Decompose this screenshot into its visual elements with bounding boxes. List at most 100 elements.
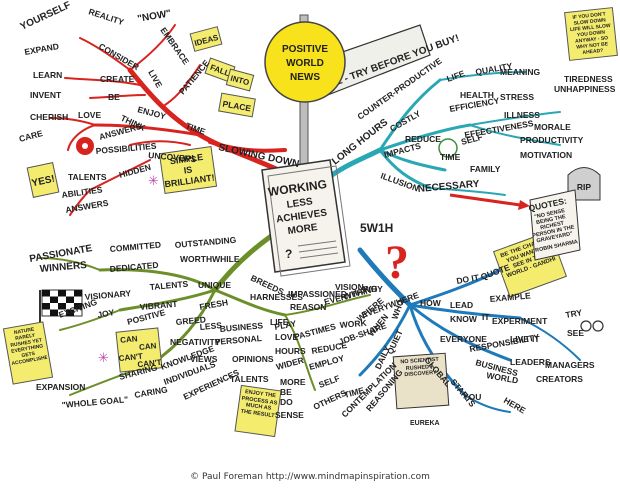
five_w-word: HERE [502,395,528,416]
sun-line-3: NEWS [290,72,320,83]
center-line-4: MORE [287,222,319,237]
long_hours-word: FAMILY [470,164,501,174]
qualities-word: DO [280,397,293,407]
qualities-word: LIFE [270,317,289,327]
blue-sub-7 [464,394,511,413]
long_hours-word: TIREDNESS [564,74,613,84]
qualities-word: SENSE [275,410,304,420]
green-sub-5 [213,288,287,317]
qualities-word: COMMITTED [109,240,161,254]
qualities-word: WIDER [275,355,305,372]
slowing_down-word: YOURSELF [19,0,73,33]
flower-icon [76,137,94,155]
slowing_down-word: EXPAND [24,41,60,57]
red-sub-9 [89,159,151,191]
five_w-word: SEE [567,328,584,338]
slowing_down-word: CREATE [100,74,135,84]
slowing_down-word: CHERISH [30,112,68,122]
sun-positive-news: POSITIVE WORLD NEWS [264,21,346,103]
slowing_down-word: CONSIDER [97,41,141,72]
teal-sub-6 [469,111,561,126]
long_hours-word: HEALTH [460,90,494,100]
qualities-word: LESS [199,320,222,332]
central-paper: WORKING LESS ACHIEVES MORE ? [261,159,351,277]
qualities-word: JOY [97,307,116,320]
five_w-word: LEADERS [510,357,551,367]
green-sub-6 [284,314,316,391]
long_hours-word: LIFE [445,68,466,84]
qualities-word: BUSINESS [219,320,263,334]
svg-text:YES!: YES! [31,174,56,190]
note-place: PLACE [218,92,256,118]
svg-text:PLACE: PLACE [222,99,252,114]
blue-sub-3 [408,303,512,362]
green-sub-2 [118,288,217,312]
qualities-word: TALENTS [230,374,269,384]
note-can: CAN CAN CAN'T CAN'T [115,327,163,373]
note-ideas: IDEAS [189,26,223,52]
label-necessary: NECESSARY [417,179,480,195]
five_w-word: LIVE [510,334,529,344]
sparkle-icon: ✳ [98,351,109,366]
gravestone-icon: RIP [567,167,601,201]
note-simple-is-brilliant: SIMPLE IS BRILLIANT! [158,146,218,194]
qualities-word: WINNERS [39,260,87,275]
scientist-box: NO SCIENTIST RUSHED A DISCOVERY EUREKA [392,352,450,427]
long_hours-word: STRESS [500,92,534,102]
slowing_down-word: LOVE [78,110,101,120]
long_hours-word: UNHAPPINESS [554,84,616,94]
five_w-word: EVERYONE [440,334,487,344]
red-branch-main-2 [93,123,202,137]
qualities-word: PLAY [274,318,298,332]
qualities-word: DEDICATED [109,260,159,274]
long_hours-word: COSTLY [388,108,422,134]
svg-text:IS: IS [183,164,193,175]
note-into: INTO [225,68,255,92]
question-mark-icon: ? [385,236,409,289]
qualities-word: UNIQUE [198,280,231,290]
svg-text:SIMPLE: SIMPLE [169,152,204,167]
five_w-word: EXAMPLE [489,290,531,304]
note-enjoy: ENJOY THE PROCESS AS MUCH AS THE RESULT [234,384,282,438]
green-sub-1 [98,268,217,292]
qualities-word: VISION [335,282,364,292]
teal-sub-3 [378,148,447,172]
teal-sub-5 [439,71,526,81]
sun-line-2: WORLD [286,58,324,69]
qualities-word: BE [280,387,292,397]
qualities-word: VIBRANT [139,299,178,312]
red-sub-7 [129,140,191,146]
five_w-word: TRY [565,307,583,320]
red-sub-4 [89,94,146,99]
qualities-word: VISIONARY [84,288,131,302]
slowing_down-word: CARE [18,128,44,144]
qualities-word: WORK [339,318,368,330]
blue-sub-6 [519,317,581,361]
qualities-word: FRESH [199,297,229,312]
five_w-word: IT [482,312,490,322]
qualities-word: PERSONAL [214,333,262,347]
blue-sub-5 [358,303,412,377]
label-slowing-down: SLOWING DOWN [217,142,300,170]
eureka-text: EUREKA [410,420,440,427]
teal-sub-1 [378,78,442,152]
cycle-arrows-icon [438,138,458,158]
long_hours-word: MOTIVATION [520,150,572,160]
qualities-word: HOURS [275,346,306,356]
long_hours-word: MEANING [500,67,541,77]
slowing_down-word: HIDDEN [118,162,152,180]
green-sub-9 [59,309,121,331]
red-branch-slowing [208,140,287,153]
five_w-word: LEAD [450,300,473,310]
qualities-word: HARNESSES [250,292,303,302]
five_w-word: DO IT [456,272,481,286]
long_hours-word: ILLUSION [379,170,420,193]
qualities-word: PASTIMES [293,321,337,342]
qualities-word: "WHOLE GOAL" [61,394,128,410]
quote-scroll: QUOTES: "NO SENSE BEING THE RICHEST PERS… [528,189,581,261]
five_w-word: IT [532,334,540,344]
red-sub-6 [49,117,96,126]
five_w-word: MANAGERS [545,360,595,370]
teal-sub-2 [378,123,472,152]
red-sub-10 [69,189,91,216]
